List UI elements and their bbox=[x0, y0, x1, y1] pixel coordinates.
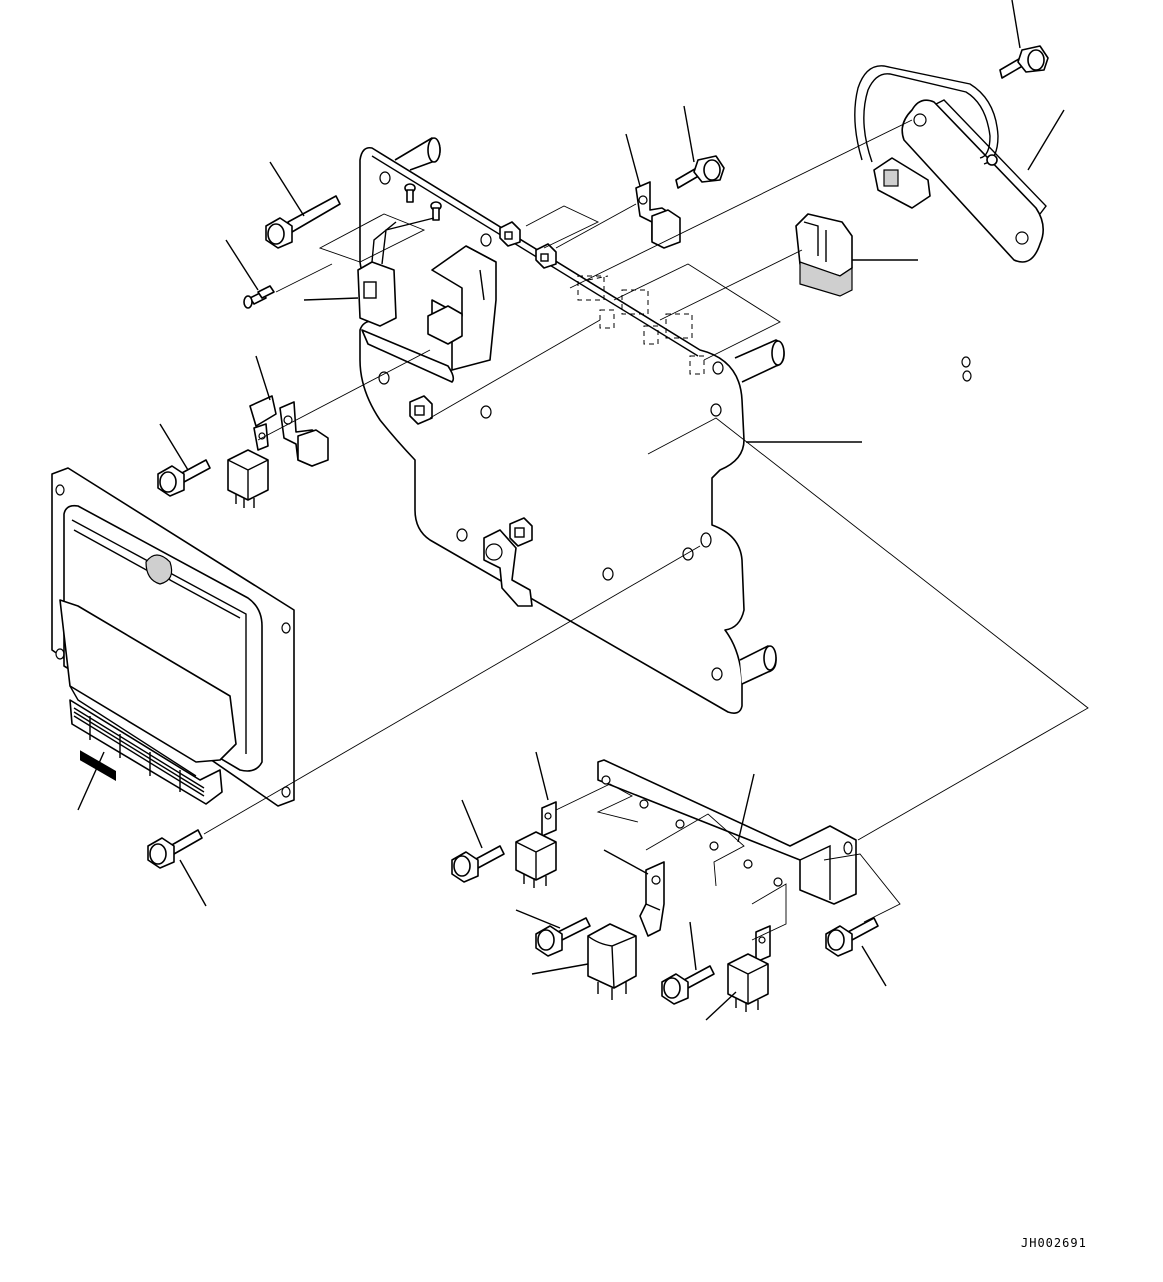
flange-bolt-top-right bbox=[999, 45, 1049, 79]
controller-unit bbox=[51, 467, 295, 807]
cable-bracket bbox=[854, 65, 1047, 263]
relay-lower-left bbox=[515, 801, 557, 888]
relay-left bbox=[227, 449, 269, 508]
drawing-code: JH002691 bbox=[1021, 1236, 1087, 1250]
screw-upper-left bbox=[243, 285, 275, 309]
assembly-lines bbox=[203, 119, 1089, 941]
flange-bolt-lower-left bbox=[147, 829, 203, 869]
small-bracket-lower bbox=[639, 861, 665, 937]
flange-bolt-lower-center bbox=[535, 917, 591, 957]
large-relay-lower bbox=[587, 923, 637, 1000]
relay-lower-right bbox=[727, 925, 771, 1012]
flange-bolt-lower-center-left bbox=[451, 845, 505, 883]
relay-mount-bracket bbox=[597, 759, 857, 905]
relay-top-center bbox=[635, 181, 681, 249]
mounting-plate bbox=[357, 137, 972, 714]
flange-bolt-lower-right-inner bbox=[661, 965, 715, 1005]
flange-bolt-top-center bbox=[675, 155, 725, 189]
leader-lines bbox=[77, 0, 1065, 1021]
flange-bolt-lower-right bbox=[825, 917, 879, 957]
flange-bolt-left-middle bbox=[157, 459, 211, 497]
connector-socket bbox=[795, 213, 853, 297]
flange-bolt-upper-left bbox=[265, 195, 341, 249]
relay-bracket-left bbox=[249, 395, 329, 467]
